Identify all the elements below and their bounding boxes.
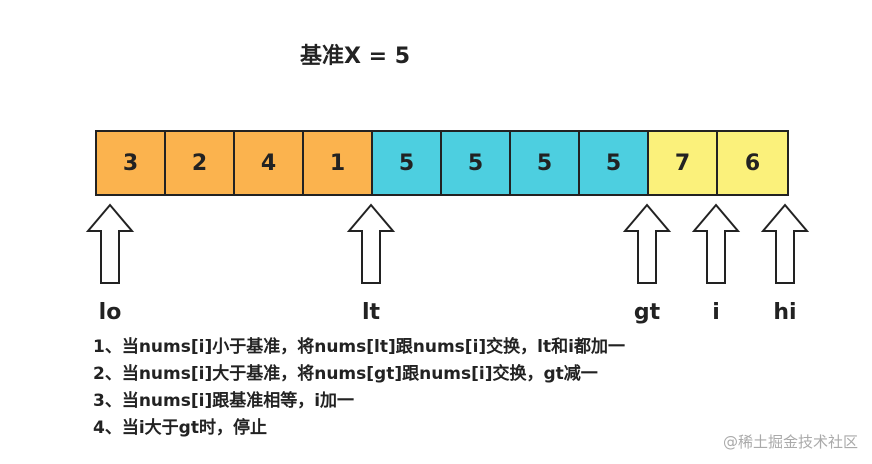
array-cell: 6 (718, 132, 787, 194)
pointer-label-lo: lo (98, 300, 122, 325)
pivot-title: 基准X = 5 (300, 44, 411, 69)
pointer-arrow-lo (80, 203, 140, 285)
up-arrow-icon (691, 203, 741, 284)
array-cell: 5 (580, 132, 649, 194)
array-cell: 4 (235, 132, 304, 194)
pointer-label-i: i (712, 300, 720, 325)
array-cell: 5 (442, 132, 511, 194)
array-cell: 2 (166, 132, 235, 194)
up-arrow-icon (760, 203, 810, 284)
array-cell: 1 (304, 132, 373, 194)
pointer-arrow-hi (755, 203, 815, 285)
array-cell: 7 (649, 132, 718, 194)
rule-item: 4、当i大于gt时，停止 (93, 418, 267, 438)
array-row: 3 2 4 1 5 5 5 5 7 6 (95, 130, 789, 196)
pointer-arrow-i (686, 203, 746, 285)
pointer-arrow-gt (617, 203, 677, 285)
rule-item: 3、当nums[i]跟基准相等，i加一 (93, 391, 355, 411)
array-cell: 5 (511, 132, 580, 194)
rules-list: 1、当nums[i]小于基准，将nums[lt]跟nums[i]交换，lt和i都… (93, 334, 625, 442)
up-arrow-icon (85, 203, 135, 284)
rule-item: 2、当nums[i]大于基准，将nums[gt]跟nums[i]交换，gt减一 (93, 364, 598, 384)
array-cell: 3 (97, 132, 166, 194)
watermark: @稀土掘金技术社区 (722, 433, 858, 451)
array-cell: 5 (373, 132, 442, 194)
rule-item: 1、当nums[i]小于基准，将nums[lt]跟nums[i]交换，lt和i都… (93, 337, 625, 357)
up-arrow-icon (346, 203, 396, 284)
pointer-label-lt: lt (361, 300, 381, 325)
up-arrow-icon (622, 203, 672, 284)
pointer-label-hi: hi (773, 300, 797, 325)
pointer-label-gt: gt (633, 300, 661, 325)
pointer-arrow-lt (341, 203, 401, 285)
